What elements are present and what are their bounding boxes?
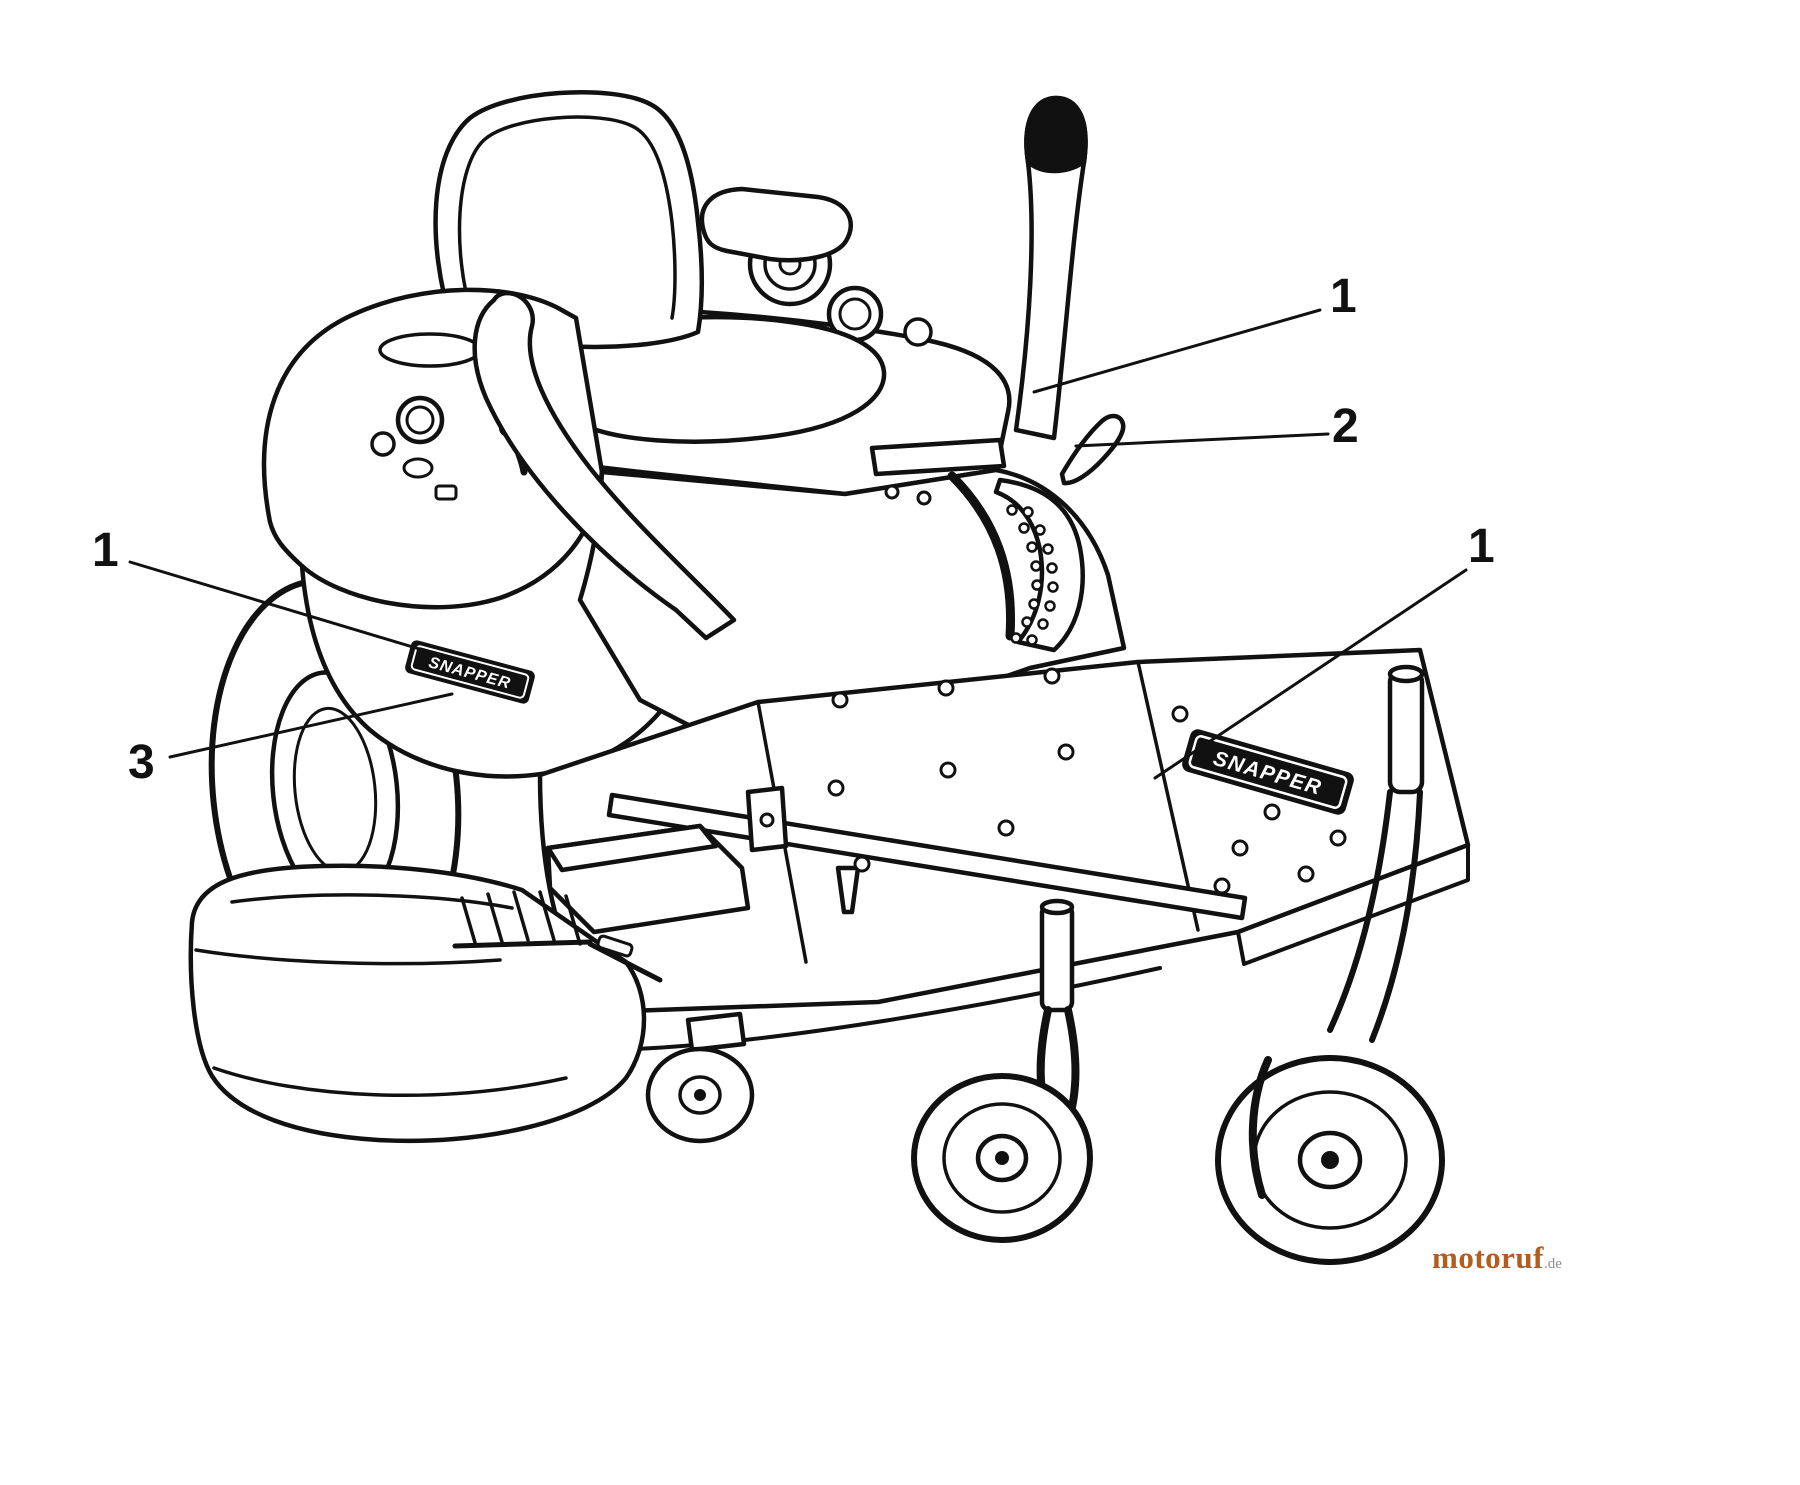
leader-line-1-top-right [1032, 308, 1322, 394]
lever-quadrant [993, 477, 1085, 653]
battery-box [545, 823, 751, 935]
caster-wheel-right [1215, 1055, 1445, 1265]
callout-1-top-right: 1 [1330, 270, 1357, 323]
deck-bolts [827, 484, 1347, 895]
callout-1-right: 1 [1468, 520, 1495, 573]
caster-post-right [1327, 664, 1425, 1043]
callout-2: 2 [1332, 400, 1359, 453]
discharge-deflector [188, 863, 663, 1144]
caster-wheel-center [911, 898, 1093, 1243]
callout-1-left: 1 [92, 524, 119, 577]
watermark: motoruf.de [1432, 1240, 1562, 1276]
armrest [699, 186, 853, 263]
ignition-switch [370, 431, 396, 457]
control-lever [1013, 95, 1088, 441]
caster-wheel-small [645, 1011, 755, 1144]
left-lap-bar [472, 290, 737, 641]
leader-line-3 [168, 692, 454, 759]
seat-back [433, 90, 704, 350]
leader-line-1-left [128, 560, 438, 656]
lever-2 [1059, 413, 1126, 486]
callout-3: 3 [128, 736, 155, 789]
deflector-spring-comb [452, 890, 663, 983]
leader-line-2 [1074, 432, 1330, 448]
callout-labels: 1 2 1 3 1 [92, 270, 1495, 789]
deck-bracket [745, 785, 861, 915]
leader-line-1-right [1153, 568, 1468, 780]
cup-holder [826, 285, 933, 347]
watermark-suffix: .de [1543, 1256, 1562, 1272]
watermark-brand: motoruf [1432, 1240, 1544, 1275]
callout-leader-lines [128, 308, 1468, 780]
